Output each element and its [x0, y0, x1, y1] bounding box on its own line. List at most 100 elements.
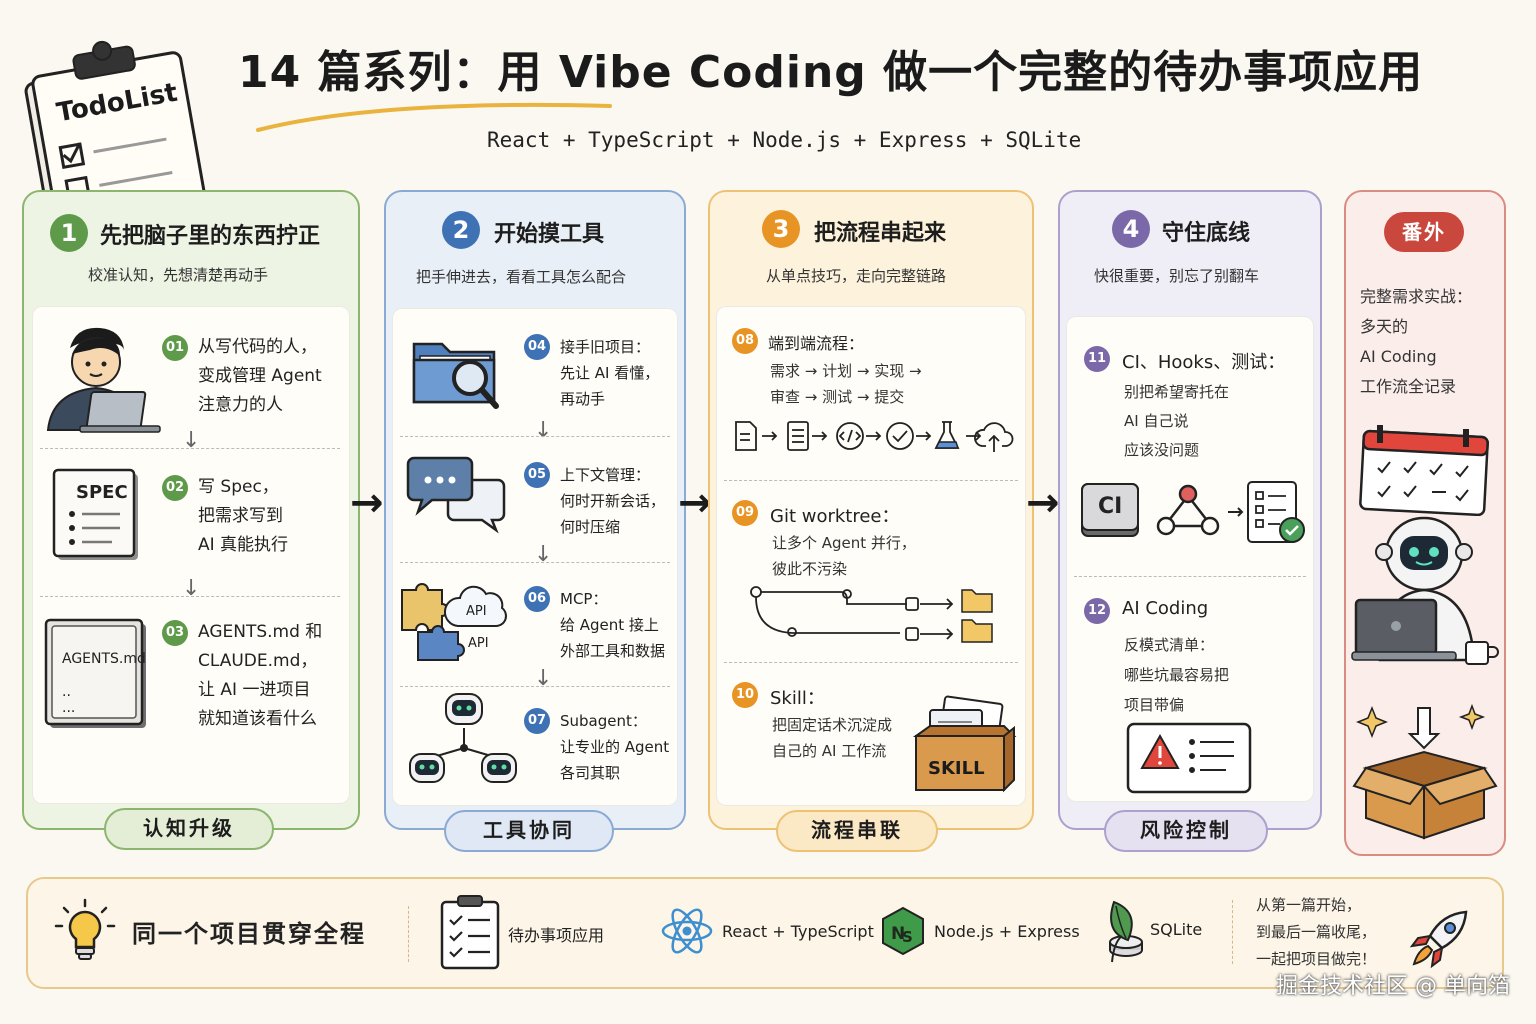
bottom-item-todo-app: 待办事项应用	[508, 926, 605, 945]
bottom-lead-text: 同一个项目贯穿全程	[132, 920, 366, 948]
flow-arrow-2a: ↓	[534, 418, 553, 443]
stage-arrow-1: →	[350, 480, 384, 526]
bottom-summary-bar	[26, 877, 1504, 989]
folder-search-icon	[412, 342, 499, 409]
column-3-subtitle: 从单点技巧，走向完整链路	[766, 267, 947, 285]
skill-label: SKILL	[928, 758, 985, 779]
sqlite-leaf-icon	[1109, 900, 1143, 963]
column-3-number: 3	[762, 210, 800, 248]
subagent-robots-icon	[409, 693, 517, 783]
item-10-text: 把固定话术沉淀成 自己的 AI 工作流	[772, 716, 893, 760]
item-09-title: Git worktree：	[770, 506, 900, 527]
item-07-badge: 07	[524, 708, 550, 734]
nodejs-icon: N S	[882, 906, 924, 956]
bottom-item-node: Node.js + Express	[934, 922, 1080, 941]
git-worktree-icon	[750, 586, 993, 643]
item-09-badge: 09	[732, 500, 758, 526]
column-4-title: 守住底线	[1162, 221, 1251, 246]
column-2-title: 开始摸工具	[494, 222, 605, 247]
item-08-text: 需求 → 计划 → 实现 → 审查 → 测试 → 提交	[770, 362, 922, 406]
stage-arrow-2: →	[678, 480, 712, 526]
skill-box-icon	[912, 695, 1017, 793]
svg-text:N: N	[891, 924, 905, 944]
item-11-badge: 11	[1084, 346, 1110, 372]
api-label-puzzle: API	[468, 636, 489, 651]
tech-stack-subtitle: React + TypeScript + Node.js + Express +…	[487, 128, 1082, 152]
bottom-divider	[408, 906, 409, 962]
lightbulb-icon	[54, 898, 116, 960]
flow-arrow-2b: ↓	[534, 542, 553, 567]
column-3-title: 把流程串起来	[814, 221, 947, 246]
title-underline	[256, 102, 612, 132]
item-07-text: Subagent： 让专业的 Agent 各司其职	[560, 712, 670, 782]
item-03-badge: 03	[162, 620, 188, 646]
item-05-text: 上下文管理： 何时开新会话， 何时压缩	[560, 466, 666, 536]
flow-arrow-1b: ↓	[182, 576, 201, 601]
developer-laptop-icon	[46, 327, 161, 433]
item-02-text: 写 Spec， 把需求写到 AI 真能执行	[198, 477, 289, 555]
column-2-divider-3	[400, 686, 670, 687]
flow-arrow-2c: ↓	[534, 666, 553, 691]
watermark: 掘金技术社区 @ 单向箔	[1276, 974, 1510, 999]
column-1-subtitle: 校准认知，先想清楚再动手	[88, 266, 269, 284]
warning-checklist-icon	[1126, 722, 1252, 794]
column-4-divider-1	[1074, 576, 1306, 577]
svg-text:S: S	[902, 928, 913, 946]
item-09-text: 让多个 Agent 并行， 彼此不污染	[772, 534, 916, 578]
bottom-item-sqlite: SQLite	[1150, 920, 1203, 939]
column-2-subtitle: 把手伸进去，看看工具怎么配合	[416, 268, 627, 286]
column-2-divider-2	[400, 562, 670, 563]
column-4-panel	[1066, 316, 1314, 802]
item-10-badge: 10	[732, 682, 758, 708]
item-12-badge: 12	[1084, 598, 1110, 624]
item-02-badge: 02	[162, 475, 188, 501]
column-1-footer-pill: 认知升级	[104, 808, 274, 850]
api-puzzle-icon	[401, 583, 507, 661]
item-01-text: 从写代码的人， 变成管理 Agent 注意力的人	[198, 337, 322, 415]
flow-arrow-1a: ↓	[182, 428, 201, 453]
spec-document-icon	[52, 468, 138, 560]
item-06-badge: 06	[524, 586, 550, 612]
agents-md-label: AGENTS.md	[62, 651, 146, 667]
item-01-badge: 01	[162, 335, 188, 361]
api-label-cloud: API	[466, 604, 487, 619]
extra-badge: 番外	[1384, 212, 1464, 252]
item-05-badge: 05	[524, 462, 550, 488]
ci-hooks-tests-icons	[1081, 481, 1305, 543]
item-12-text: 反模式清单： 哪些坑最容易把 项目带偏	[1124, 636, 1230, 714]
agents-md-file-icon: .. ...	[44, 618, 146, 728]
column-1-number: 1	[50, 214, 88, 252]
page-title: 14 篇系列：用 Vibe Coding 做一个完整的待办事项应用	[238, 47, 1424, 98]
column-2-footer-pill: 工具协同	[444, 810, 614, 852]
item-04-badge: 04	[524, 334, 550, 360]
column-3-divider-1	[724, 480, 1018, 481]
item-11-title: CI、Hooks、测试：	[1122, 352, 1286, 373]
item-11-text: 别把希望寄托在 AI 自己说 应该没问题	[1124, 383, 1230, 459]
bottom-item-react: React + TypeScript	[722, 922, 874, 941]
item-08-badge: 08	[732, 328, 758, 354]
bottom-divider-2	[1232, 900, 1233, 964]
open-box-icon	[1352, 704, 1498, 840]
item-10-title: Skill：	[770, 688, 825, 709]
svg-text:..: ..	[62, 684, 71, 700]
checklist-icon	[440, 895, 500, 970]
spec-label: SPEC	[76, 482, 128, 503]
column-2-divider-1	[400, 436, 670, 437]
pipeline-icons	[735, 421, 1014, 452]
todolist-clipboard-icon	[24, 40, 210, 210]
column-4-footer-pill: 风险控制	[1104, 810, 1268, 852]
column-3-divider-2	[724, 662, 1018, 663]
svg-text:...: ...	[62, 700, 75, 716]
item-06-text: MCP： 给 Agent 接上 外部工具和数据	[560, 590, 666, 660]
column-3-footer-pill: 流程串联	[776, 810, 938, 852]
extra-text: 完整需求实战： 多天的 AI Coding 工作流全记录	[1360, 287, 1473, 396]
column-1-title: 先把脑子里的东西拧正	[100, 224, 321, 249]
bottom-closing-text: 从第一篇开始， 到最后一篇收尾， 一起把项目做完！	[1256, 896, 1377, 968]
item-08-title: 端到端流程：	[768, 334, 865, 353]
robot-laptop-icon	[1351, 516, 1499, 665]
calendar-icon	[1359, 425, 1489, 516]
item-12-title: AI Coding	[1122, 598, 1209, 619]
ci-label: CI	[1098, 494, 1123, 519]
stage-arrow-3: →	[1026, 480, 1060, 526]
item-03-text: AGENTS.md 和 CLAUDE.md， 让 AI 一进项目 就知道该看什么	[198, 622, 323, 729]
